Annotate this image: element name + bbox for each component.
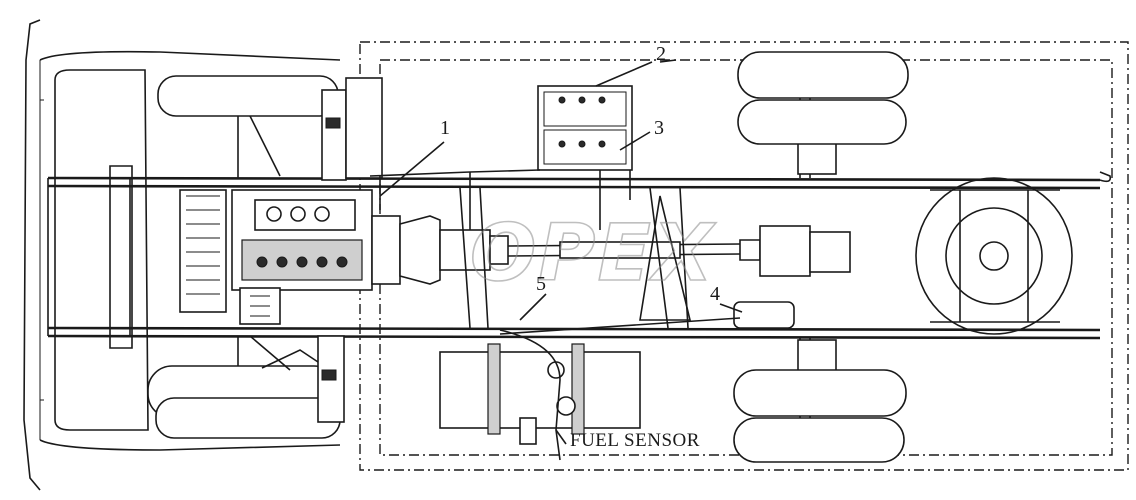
callout-3: 3 [654, 117, 664, 139]
callout-leaders [379, 59, 743, 445]
component-4 [733, 301, 795, 329]
radiator [179, 189, 227, 313]
engine [231, 189, 401, 325]
callout-4: 4 [710, 283, 720, 305]
cab-outline [23, 19, 341, 491]
callout-5: 5 [536, 273, 546, 295]
callout-1: 1 [440, 117, 450, 139]
wiring-harness [369, 169, 741, 461]
frame-rails [47, 165, 1112, 349]
battery-box [537, 85, 633, 171]
watermark: OPEX [470, 209, 717, 299]
fuel-tank [439, 343, 641, 445]
crossmembers [459, 187, 692, 329]
fuel-sensor-label: FUEL SENSOR [570, 430, 700, 451]
callout-2: 2 [656, 43, 666, 65]
front-suspension [261, 77, 383, 423]
spare-wheel [915, 177, 1073, 335]
rear-wheels [733, 51, 909, 463]
rear-axle [759, 70, 851, 440]
